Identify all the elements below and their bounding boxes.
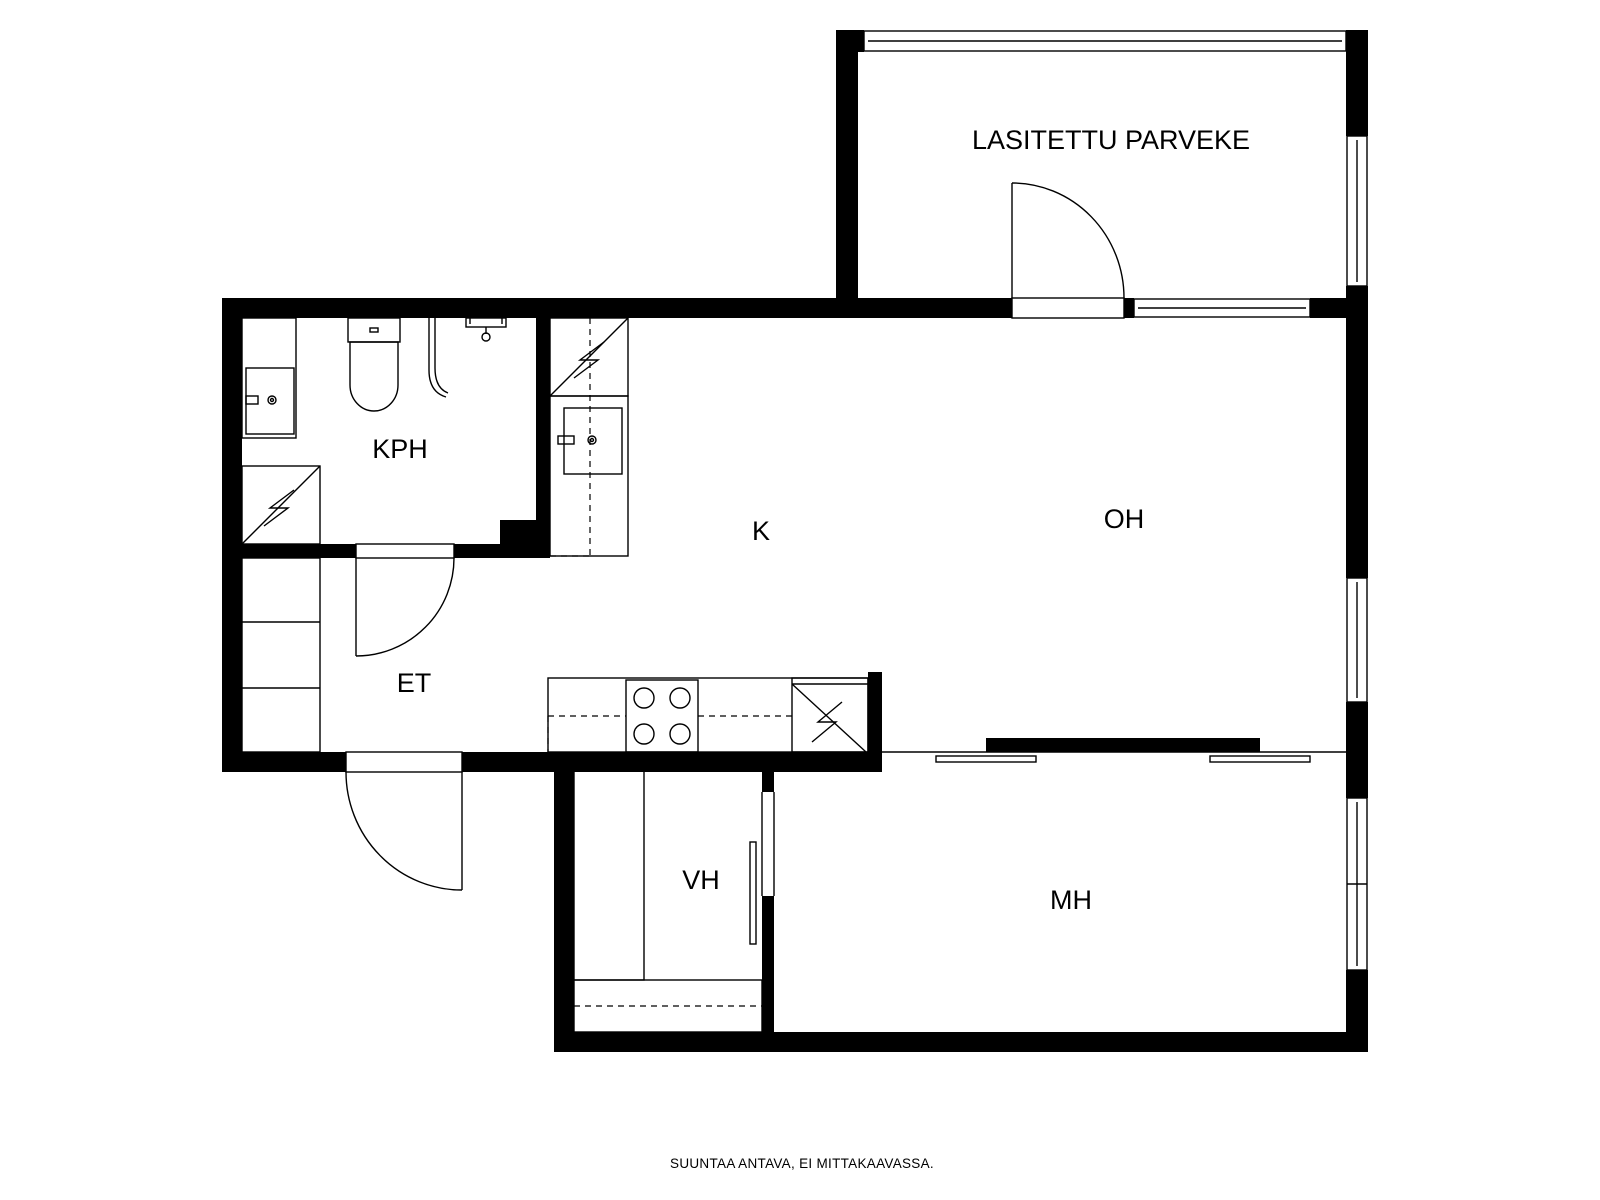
room-label-balcony: LASITETTU PARVEKE — [972, 125, 1250, 155]
entrance-door-swing — [345, 771, 463, 891]
windows — [863, 30, 1368, 971]
bottom-wall — [554, 1032, 1368, 1052]
walls — [222, 30, 1368, 1052]
wardrobe-left-wall — [554, 766, 574, 1052]
left-wall — [222, 298, 242, 772]
bath-right-wall — [536, 298, 550, 558]
bath-sink-icon — [245, 367, 295, 435]
stove-burner — [669, 723, 691, 745]
kitchen-fixtures — [547, 317, 869, 753]
bath-bottom-wall-right — [454, 544, 550, 558]
wardrobe-right-wall-bottom — [762, 896, 774, 1052]
dishwasher-power-icon — [811, 701, 843, 743]
hall-bottom-wall-left — [222, 752, 346, 772]
stove-burner — [669, 687, 691, 709]
right-wall-3 — [1346, 970, 1368, 1052]
kitchen-end-wall — [868, 672, 882, 772]
kitchen-counter — [547, 677, 869, 753]
sliding-door-right — [1209, 755, 1311, 763]
room-label-hall: ET — [397, 668, 432, 698]
balcony-door-swing — [1011, 182, 1125, 299]
bathroom-fixtures — [241, 317, 507, 545]
balcony-door-leaf — [1011, 297, 1125, 319]
walkin-closet-fixtures — [573, 765, 763, 1033]
kitchen-sink-icon — [563, 407, 623, 475]
hall-closet — [241, 557, 321, 753]
scale-note: SUUNTAA ANTAVA, EI MITTAKAAVASSA. — [670, 1156, 934, 1171]
room-label-wardrobe: VH — [682, 865, 720, 895]
toilet-icon — [349, 341, 399, 412]
toilet-tank — [347, 317, 401, 343]
room-label-living: OH — [1104, 504, 1145, 534]
bath-door-leaf — [355, 543, 455, 559]
balcony-right-wall-top — [1346, 30, 1368, 136]
stove-icon — [625, 679, 699, 753]
bath-appliance — [241, 465, 321, 545]
wardrobe-sliding-door — [749, 841, 757, 945]
stove-burner — [633, 723, 655, 745]
hall-wardrobe — [241, 557, 321, 753]
closet-shelf — [573, 765, 645, 981]
doors — [345, 182, 1346, 945]
bath-door-swing — [355, 557, 455, 657]
shower-mixer-icon — [465, 317, 507, 328]
bath-bottom-wall-left — [242, 544, 356, 558]
balcony-top-wall-left — [836, 30, 864, 52]
bath-sink-cabinet — [241, 317, 297, 439]
fridge-power-icon — [573, 341, 605, 379]
balcony-left-wall — [836, 30, 858, 318]
top-wall-mid — [1124, 298, 1134, 318]
top-wall-left — [222, 298, 1012, 318]
kitchen-side-counter — [549, 395, 629, 557]
sliding-door-left — [935, 755, 1037, 763]
right-wall-1 — [1346, 298, 1368, 578]
right-wall-2 — [1346, 702, 1368, 798]
room-label-bedroom: MH — [1050, 885, 1092, 915]
entrance-door-leaf — [345, 751, 463, 773]
wardrobe-right-wall-top — [762, 766, 774, 792]
bath-appliance-power-icon — [263, 489, 295, 527]
dishwasher-icon — [791, 677, 869, 753]
room-label-bathroom: KPH — [372, 434, 428, 464]
room-labels: LASITETTU PARVEKE KPH K OH ET VH MH — [372, 125, 1250, 915]
partition-wall — [986, 738, 1260, 752]
shower-curtain — [428, 318, 447, 398]
room-label-kitchen: K — [752, 516, 770, 546]
hall-bottom-wall-right — [462, 752, 882, 772]
stove-burner — [633, 687, 655, 709]
